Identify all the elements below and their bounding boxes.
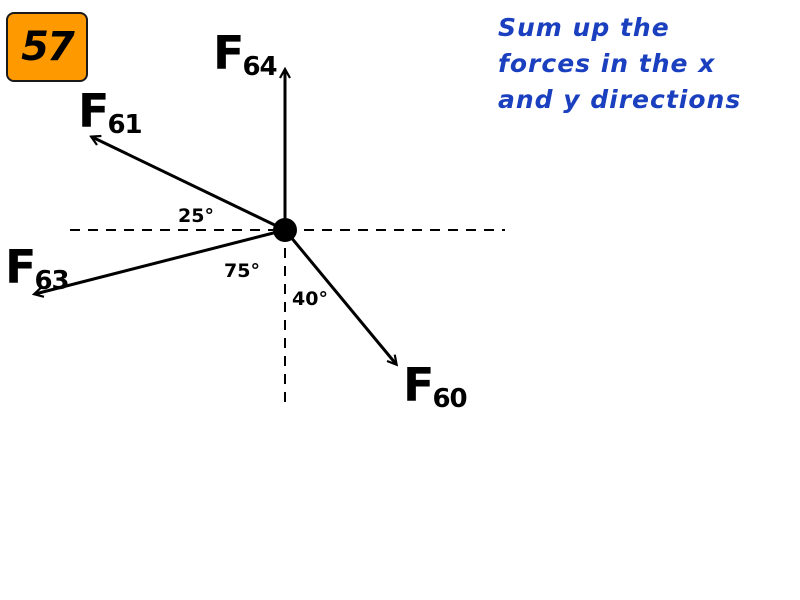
force-vector-f60: [283, 229, 396, 364]
angle-label-25: 25°: [178, 205, 214, 227]
force-subscript: 63: [34, 266, 69, 296]
angle-label-40: 40°: [292, 288, 328, 310]
force-label-f61: F61: [78, 88, 143, 138]
force-symbol: F: [213, 26, 244, 80]
force-symbol: F: [5, 240, 36, 294]
force-symbol: F: [403, 358, 434, 412]
instruction-line-2: forces in the x: [498, 49, 716, 78]
problem-number-badge: 57: [6, 12, 88, 82]
instruction-line-1: Sum up the: [498, 13, 670, 42]
instruction-text: Sum up the forces in the x and y directi…: [498, 10, 798, 118]
force-subscript: 64: [242, 52, 277, 82]
force-vector-f61: [92, 137, 286, 232]
force-subscript: 60: [432, 384, 467, 414]
force-label-f64: F64: [213, 30, 278, 80]
force-label-f63: F63: [5, 244, 70, 294]
force-subscript: 61: [107, 110, 142, 140]
origin-point: [273, 218, 297, 242]
angle-label-75: 75°: [224, 260, 260, 282]
force-label-f60: F60: [403, 362, 468, 412]
instruction-line-3: and y directions: [498, 85, 742, 114]
force-symbol: F: [78, 84, 109, 138]
force-vector-f63: [35, 228, 286, 294]
